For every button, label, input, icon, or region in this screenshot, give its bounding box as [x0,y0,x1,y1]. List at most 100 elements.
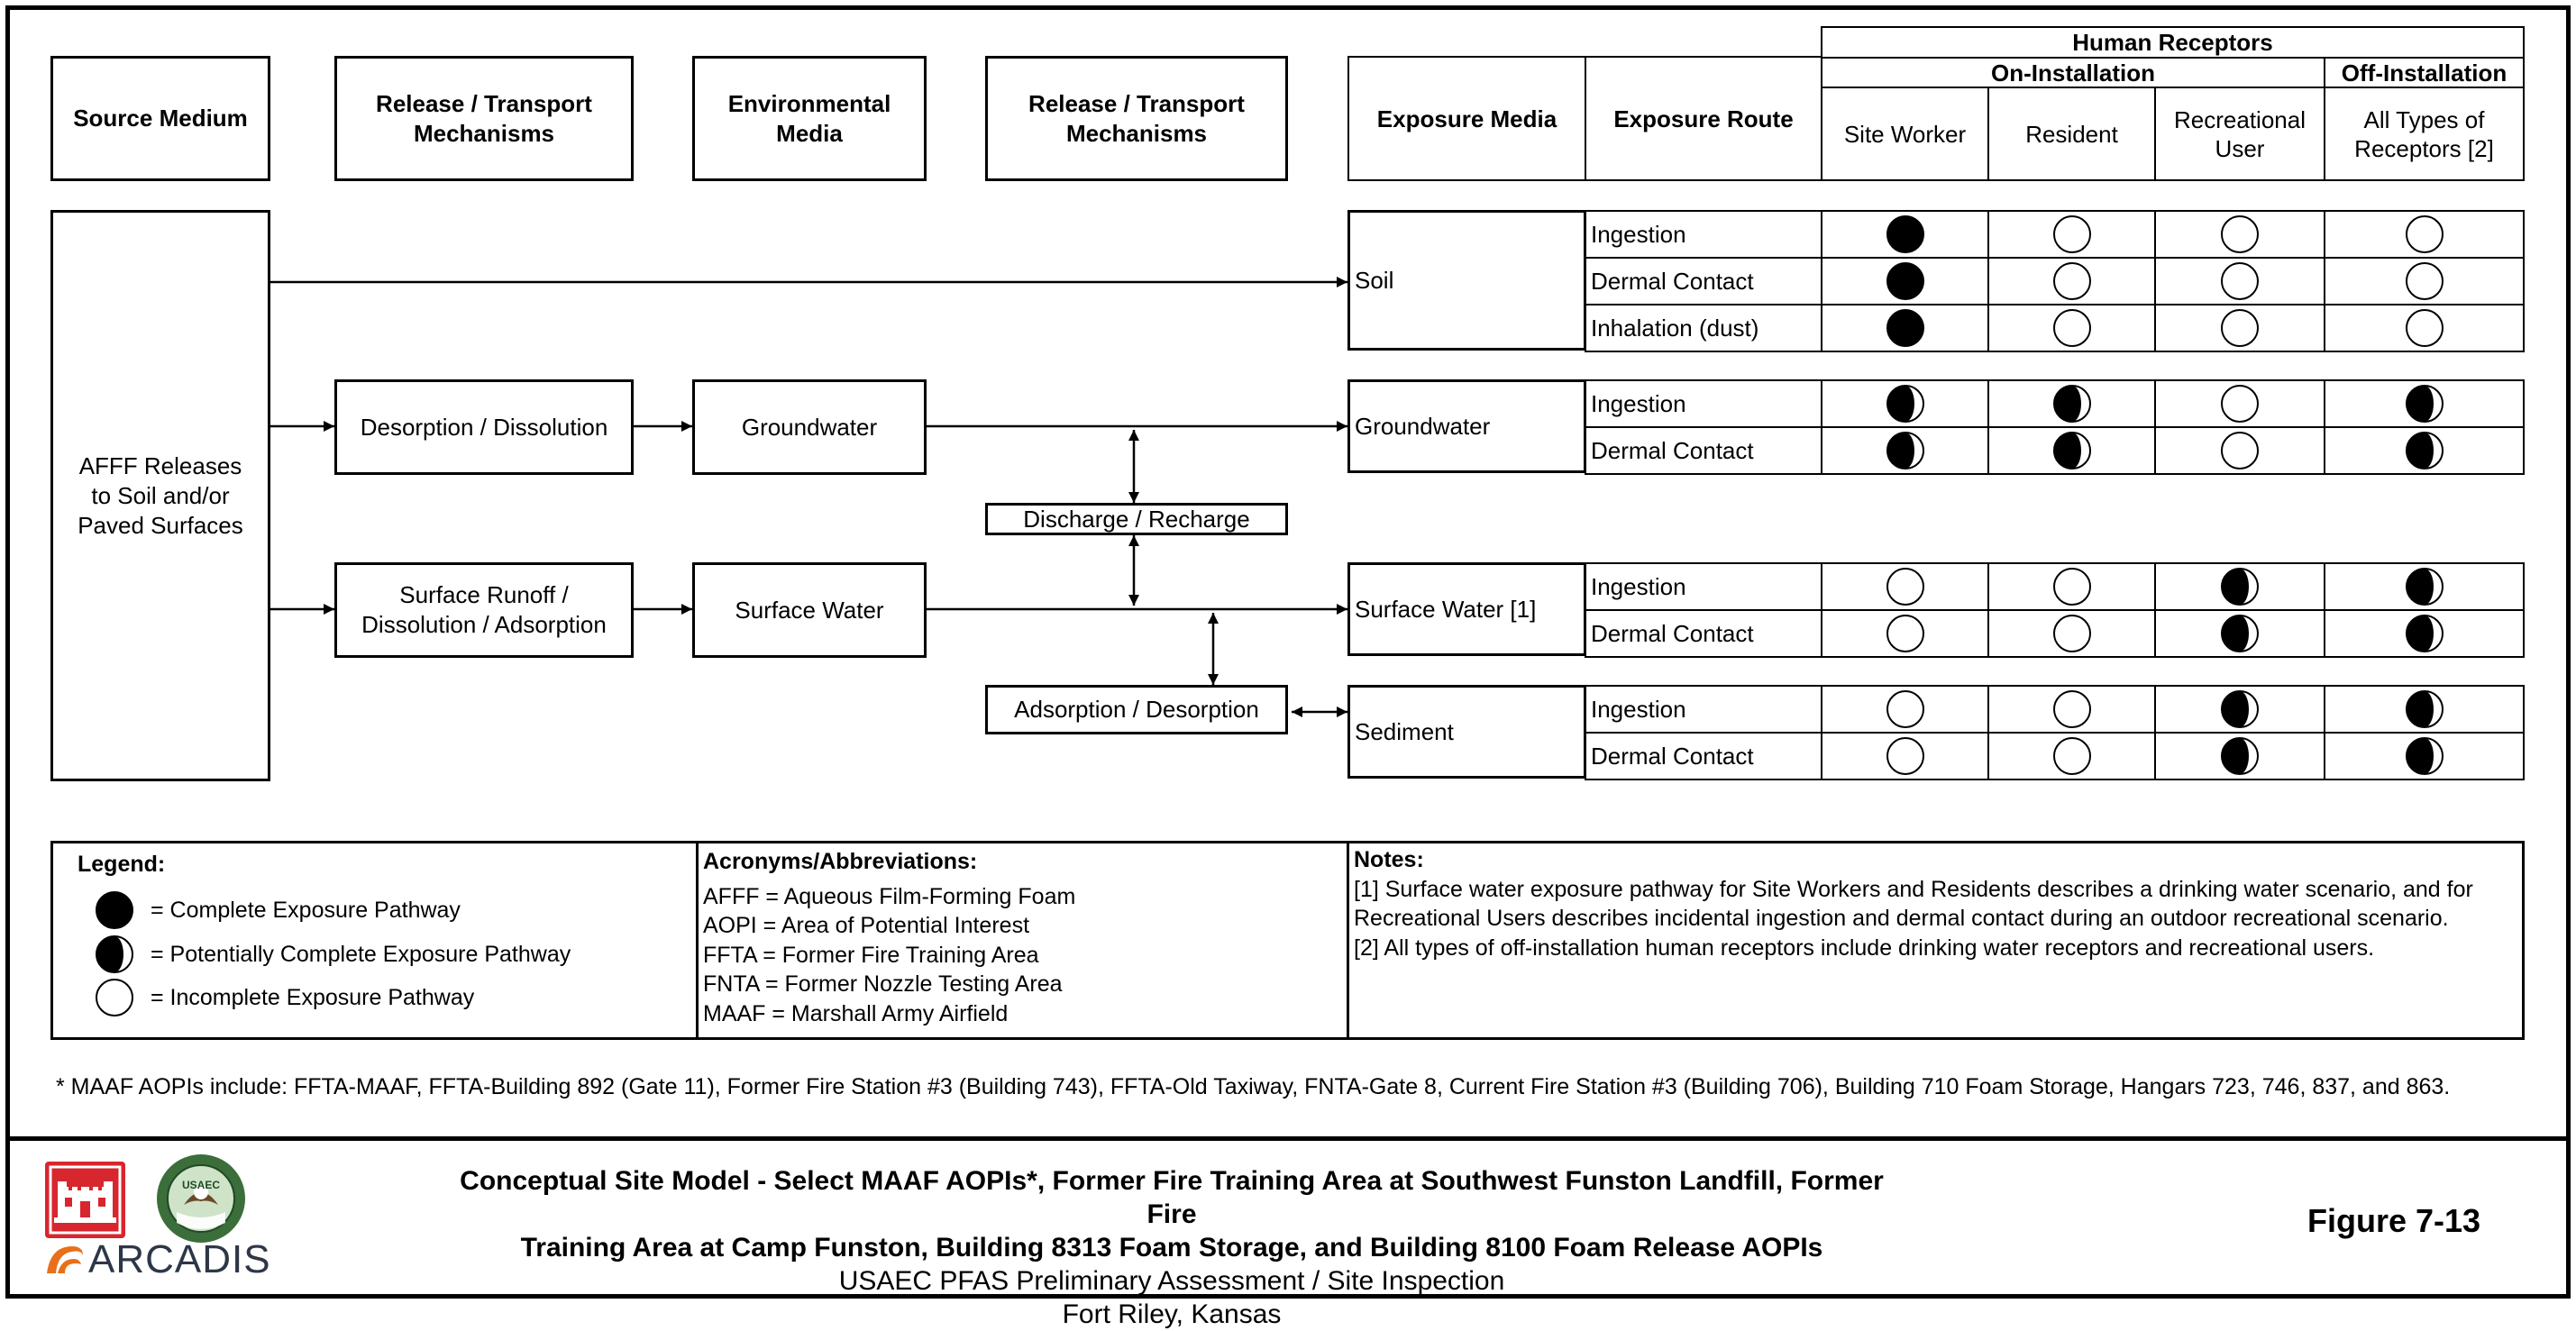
pathway-cell [2324,210,2525,259]
legend-complete-label: = Complete Exposure Pathway [151,897,461,923]
potential-pathway-icon [2221,737,2259,775]
groundwater-env-box: Groundwater [692,379,927,475]
exposure-media-cell: Sediment [1347,685,1586,779]
pathway-cell [2324,685,2525,734]
pathway-cell [2324,609,2525,658]
pathway-cell [2324,426,2525,475]
potential-pathway-icon [2405,737,2444,775]
pathway-cell [2154,562,2325,611]
incomplete-pathway-icon [2221,309,2259,347]
potential-pathway-icon [1886,385,1924,423]
pathway-cell [1821,685,1989,734]
potential-symbol-icon [96,935,133,973]
notes-title: Notes: [1354,847,1424,872]
note-2: [2] All types of off-installation human … [1354,934,2375,961]
incomplete-pathway-icon [2221,385,2259,423]
incomplete-symbol-icon [96,979,133,1016]
acronym-aopi: AOPI = Area of Potential Interest [703,913,1030,938]
adsorption-desorption-box: Adsorption / Desorption [985,685,1288,734]
usace-castle-logo [45,1162,125,1238]
incomplete-pathway-icon [1886,690,1924,728]
incomplete-pathway-icon [2052,215,2091,253]
acronym-ffta: FFTA = Former Fire Training Area [703,942,1039,968]
surface-runoff-box: Surface Runoff / Dissolution / Adsorptio… [334,562,634,658]
incomplete-pathway-icon [2405,262,2444,300]
complete-pathway-icon [1886,309,1924,347]
figure-title-line-1: Conceptual Site Model - Select MAAF AOPI… [460,1166,1884,1229]
exposure-route-cell: Dermal Contact [1585,257,1822,305]
incomplete-pathway-icon [2052,690,2091,728]
incomplete-pathway-icon [1886,568,1924,606]
acronym-fnta: FNTA = Former Nozzle Testing Area [703,971,1063,997]
exposure-media-cell: Surface Water [1] [1347,562,1586,656]
incomplete-pathway-icon [2052,568,2091,606]
footer-divider [5,1136,2571,1141]
header-off-installation: Off-Installation [2324,57,2525,88]
header-on-installation: On-Installation [1821,57,2325,88]
incomplete-pathway-icon [2052,615,2091,652]
exposure-route-cell: Ingestion [1585,379,1822,428]
header-all-receptors: All Types of Receptors [2] [2324,87,2525,181]
header-recreational-user: Recreational User [2154,87,2325,181]
legend-incomplete: = Incomplete Exposure Pathway [95,978,474,1017]
complete-pathway-icon [1886,262,1924,300]
exposure-route-cell: Ingestion [1585,562,1822,611]
exposure-route-cell: Inhalation (dust) [1585,304,1822,352]
desorption-dissolution-box: Desorption / Dissolution [334,379,634,475]
exposure-route-cell: Dermal Contact [1585,609,1822,658]
header-resident: Resident [1987,87,2156,181]
pathway-cell [1987,210,2156,259]
pathway-cell [1821,562,1989,611]
incomplete-pathway-icon [1886,615,1924,652]
header-release-transport-2: Release / Transport Mechanisms [985,56,1288,181]
pathway-cell [2154,210,2325,259]
header-human-receptors: Human Receptors [1821,26,2525,59]
incomplete-pathway-icon [2405,309,2444,347]
pathway-cell [1821,210,1989,259]
pathway-cell [2324,562,2525,611]
arcadis-wordmark: ARCADIS [88,1237,271,1281]
figure-number: Figure 7-13 [2307,1202,2481,1239]
incomplete-pathway-icon [2405,215,2444,253]
legend-box: Legend: = Complete Exposure Pathway = Po… [50,841,699,1040]
pathway-cell [1987,257,2156,305]
exposure-route-cell: Dermal Contact [1585,426,1822,475]
potential-pathway-icon [2221,615,2259,652]
pathway-cell [1987,304,2156,352]
potential-pathway-icon [2405,615,2444,652]
potential-pathway-icon [2221,690,2259,728]
surface-water-env-box: Surface Water [692,562,927,658]
pathway-cell [1987,732,2156,780]
note-1: [1] Surface water exposure pathway for S… [1354,876,2473,932]
discharge-recharge-box: Discharge / Recharge [985,503,1288,535]
legend-potential-label: = Potentially Complete Exposure Pathway [151,941,571,967]
potential-pathway-icon [2052,385,2091,423]
legend-potential: = Potentially Complete Exposure Pathway [95,934,571,974]
legend-title: Legend: [78,852,166,877]
pathway-cell [1821,426,1989,475]
pathway-cell [2324,257,2525,305]
notes-box: Notes: [1] Surface water exposure pathwa… [1347,841,2525,1040]
potential-pathway-icon [1886,432,1924,469]
header-exposure-route: Exposure Route [1585,56,1822,181]
pathway-cell [1987,426,2156,475]
pathway-cell [1821,609,1989,658]
pathway-cell [2154,426,2325,475]
castle-icon [45,1162,125,1238]
pathway-cell [1987,685,2156,734]
header-release-transport-1: Release / Transport Mechanisms [334,56,634,181]
potential-pathway-icon [2405,432,2444,469]
pathway-cell [1821,304,1989,352]
pathway-cell [2324,304,2525,352]
acronyms-title: Acronyms/Abbreviations: [703,849,978,874]
potential-pathway-icon [2052,432,2091,469]
potential-pathway-icon [2405,568,2444,606]
exposure-route-cell: Ingestion [1585,685,1822,734]
pathway-cell [2324,732,2525,780]
pathway-cell [1987,379,2156,428]
pathway-cell [1821,257,1989,305]
legend-complete: = Complete Exposure Pathway [95,890,461,930]
complete-symbol-icon [96,891,133,929]
figure-subtitle: USAEC PFAS Preliminary Assessment / Site… [838,1266,1505,1296]
pathway-cell [2154,379,2325,428]
